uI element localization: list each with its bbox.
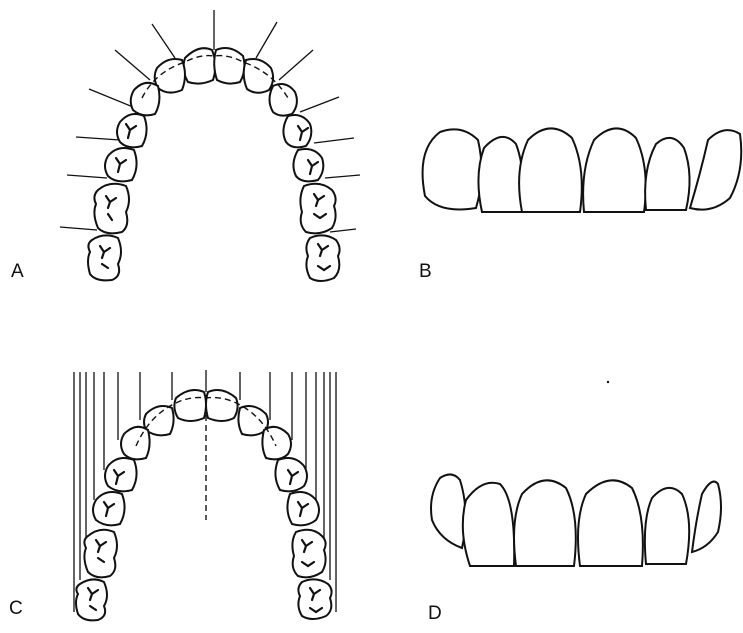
tooth-outlines	[76, 390, 332, 620]
panel-label-d: D	[428, 603, 442, 625]
panel-label-c: C	[9, 598, 23, 620]
panel-b-frontal-radial	[423, 128, 742, 212]
panel-label-b: B	[419, 261, 432, 283]
stray-dot	[607, 381, 609, 383]
panel-d-frontal-parallel	[431, 381, 721, 566]
panel-label-a: A	[11, 261, 24, 283]
panel-c-occlusal-parallel	[74, 370, 336, 620]
tooth-outlines	[88, 48, 340, 281]
panel-a-occlusal-radial	[60, 10, 360, 281]
